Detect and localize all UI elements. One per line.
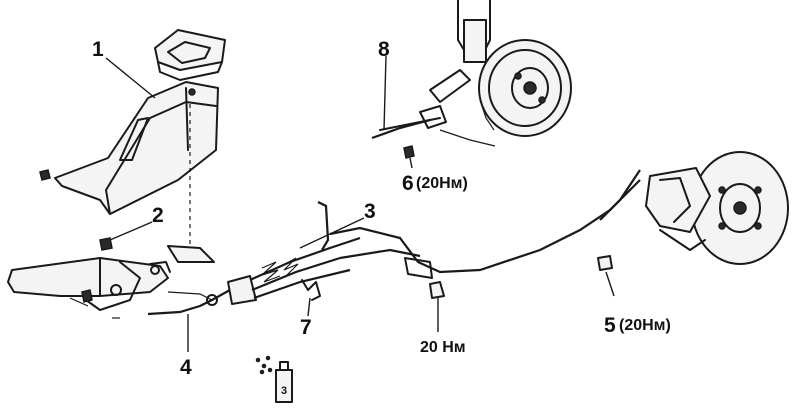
lever-bracket [167,104,215,263]
leader-2 [109,221,153,241]
leader-1 [105,57,156,99]
callout-2: 2 [152,204,164,227]
rear-cables-equalizer [227,169,641,305]
callout-3: 3 [364,200,376,223]
front-cable [147,289,231,316]
bracket-nut [429,281,445,332]
nut-5 [597,255,613,271]
callout-1: 1 [92,38,104,61]
console-box [39,29,226,215]
spray-can-label: 3 [281,385,287,397]
leader-3 [299,217,365,249]
callout-8: 8 [378,38,390,61]
rear-caliper-disc [645,151,789,265]
callout-5: 5 [604,314,616,337]
callout-6: 6 [402,172,414,195]
callout-4: 4 [180,356,192,379]
drum-brake-inset [371,0,572,159]
leader-5 [605,271,615,297]
torque-5: (20Нм) [619,317,671,334]
callout-7: 7 [300,316,312,339]
brake-lever [7,237,171,319]
leader-7 [307,297,311,317]
leader-8 [383,55,387,131]
leader-6 [409,157,413,169]
torque-6: (20Нм) [416,175,468,192]
cable-clip [301,279,321,301]
lubricant-spray: 3 [255,355,293,403]
torque-bracket: 20 Нм [420,339,466,356]
